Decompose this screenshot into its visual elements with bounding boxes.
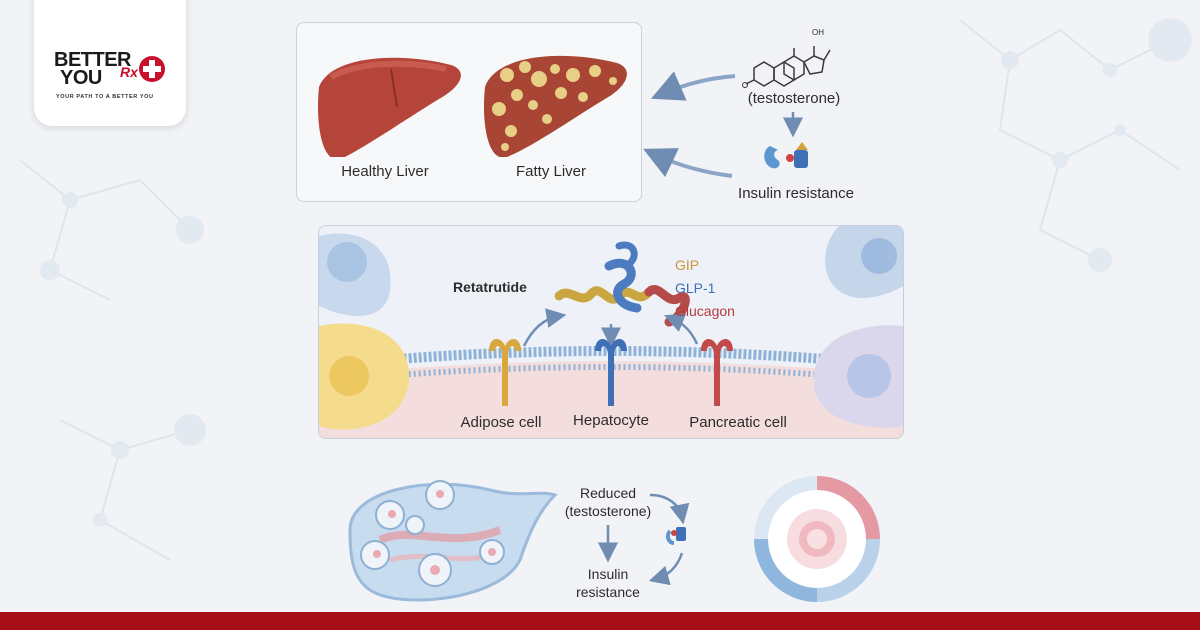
legend-glucagon: Glucagon xyxy=(675,303,735,319)
red-cross-icon xyxy=(139,56,165,82)
reduced-testosterone-label: (testosterone) xyxy=(564,503,652,519)
oh-label: OH xyxy=(812,28,824,37)
pancreatic-cell-label: Pancreatic cell xyxy=(689,414,787,431)
small-insulin-receptor-icon xyxy=(665,527,686,545)
legend-glp1: GLP-1 xyxy=(675,280,716,296)
legend-gip: GIP xyxy=(675,257,700,273)
healthy-liver-label: Healthy Liver xyxy=(341,163,429,180)
brand-logo-card[interactable]: BETTER YOU Rx YOUR PATH TO A BETTER YOU xyxy=(34,0,186,126)
liver-comparison-panel: Healthy Liver Fatty Liver xyxy=(296,22,642,202)
glp1-receptor-icon xyxy=(595,339,627,406)
fatty-liver-label: Fatty Liver xyxy=(515,163,587,180)
footer-bar xyxy=(0,612,1200,630)
adipose-cell-label: Adipose cell xyxy=(460,414,542,431)
brand-rx: Rx xyxy=(120,64,138,80)
retatrutide-receptor-panel: Retatrutide GIP GLP-1 Glucagon Adipose c… xyxy=(318,225,904,439)
insulin-receptor-icon xyxy=(764,142,808,169)
top-arrows xyxy=(643,71,803,178)
hepatocyte-label: Hepatocyte xyxy=(573,412,649,429)
reduced-label: Reduced xyxy=(579,485,637,501)
healthy-liver-illustration xyxy=(318,57,461,157)
bottom-arrows xyxy=(598,493,690,585)
fatty-liver-illustration xyxy=(484,55,627,157)
testosterone-molecule-icon xyxy=(742,46,831,88)
glucagon-receptor-icon xyxy=(701,339,733,406)
polycystic-ovary-illustration xyxy=(348,480,558,602)
brand-tagline: YOUR PATH TO A BETTER YOU xyxy=(56,94,154,100)
insulin-resistance-label-top: Insulin resistance xyxy=(738,185,854,202)
menstrual-cycle-wheel xyxy=(754,476,880,602)
cell-membrane-art xyxy=(319,226,903,438)
gip-receptor-icon xyxy=(489,339,521,406)
retatrutide-label: Retatrutide xyxy=(453,279,527,295)
brand-line2: YOU xyxy=(60,67,102,89)
resistance-label-bottom: resistance xyxy=(576,584,640,600)
testosterone-label: (testosterone) xyxy=(747,90,841,107)
brand-line1: BETTER xyxy=(54,49,132,71)
insulin-label-bottom: Insulin xyxy=(587,566,629,582)
